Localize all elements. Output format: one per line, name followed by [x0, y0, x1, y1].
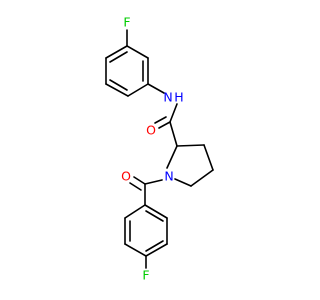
bond-bottom-ring-3: [145, 243, 168, 257]
bond-c4-c5: [190, 169, 214, 187]
bonds: [105, 29, 214, 269]
bond-benzoyl-o-1: [133, 176, 146, 185]
bond-top-ring-4: [105, 83, 129, 97]
atom-o-amide: O: [146, 123, 156, 138]
bond-carbonyl-to-c2: [169, 121, 178, 147]
atom-n-pyrrolidine: N: [164, 169, 173, 184]
bond-carbonyl-o-2: [154, 116, 167, 124]
bond-top-ring-1: [126, 45, 149, 59]
atom-n-amide: N: [163, 90, 172, 105]
molecule-structure: F N H O N O F: [105, 15, 214, 283]
bond-top-ring-3: [127, 83, 149, 97]
bond-benzoyl-o-2: [129, 182, 142, 191]
atom-h-amide: H: [174, 90, 183, 105]
bond-carbonyl-o-1: [158, 121, 171, 129]
bond-bottom-ring-6: [124, 204, 146, 219]
bond-top-ring-6-inner: [109, 51, 128, 63]
bond-bottom-ring-4: [124, 243, 147, 257]
bond-n-c2: [166, 145, 178, 169]
bond-bottom-ring-1-inner: [145, 210, 164, 222]
atom-o-benzoyl: O: [121, 169, 131, 184]
bond-c2-c3: [176, 144, 205, 147]
bond-ring-to-nh: [147, 83, 165, 94]
bond-bottom-ring-3-inner: [145, 240, 164, 252]
atom-f-top: F: [123, 15, 130, 30]
bond-top-ring-4-inner: [109, 79, 128, 91]
bond-n-to-benzoyl-c: [144, 179, 163, 185]
bond-bottom-ring-1: [144, 204, 168, 219]
bond-nh-to-carbonyl: [169, 103, 178, 123]
atom-f-bottom: F: [142, 268, 149, 283]
bond-c5-n: [174, 178, 192, 187]
bond-top-ring-6: [105, 45, 128, 59]
bond-c3-c4: [203, 144, 214, 171]
atom-labels: F N H O N O F: [121, 15, 184, 283]
